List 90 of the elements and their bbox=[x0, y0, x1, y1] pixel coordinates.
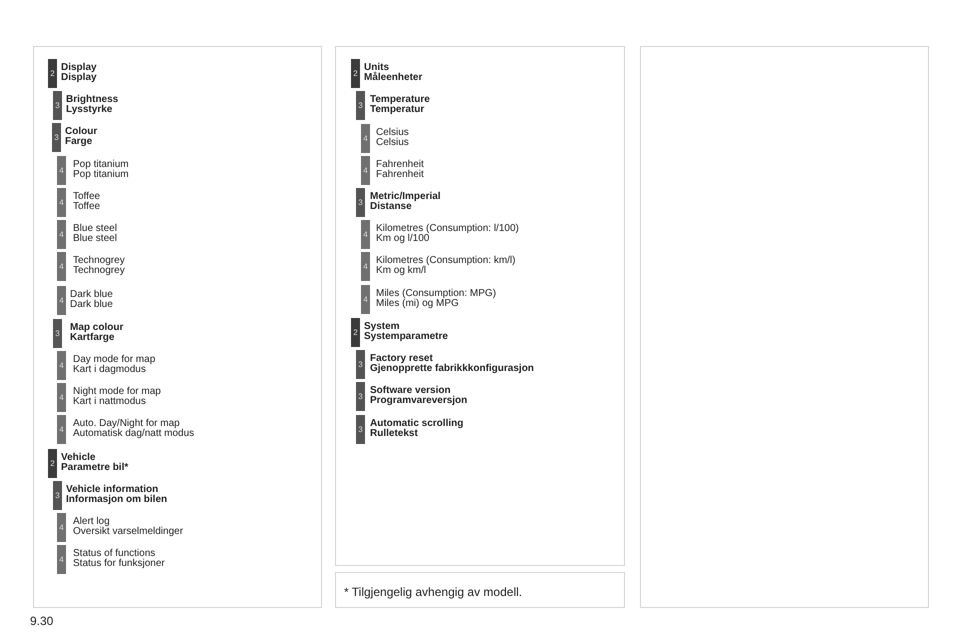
menu-item-english: Software version bbox=[370, 386, 451, 396]
menu-item-english: Fahrenheit bbox=[376, 160, 424, 170]
menu-item-norwegian: Celsius bbox=[376, 138, 409, 148]
menu-item-norwegian: Rulletekst bbox=[370, 429, 418, 439]
level-tag: 3 bbox=[52, 123, 61, 152]
level-tag: 4 bbox=[57, 415, 66, 444]
level-tag: 3 bbox=[53, 319, 62, 348]
menu-item-norwegian: Pop titanium bbox=[73, 170, 129, 180]
menu-item-norwegian: Informasjon om bilen bbox=[66, 495, 168, 505]
menu-item-norwegian: Kartfarge bbox=[70, 333, 114, 343]
menu-item-norwegian: Måleenheter bbox=[364, 73, 422, 83]
level-tag: 4 bbox=[57, 513, 66, 542]
level-tag: 3 bbox=[53, 91, 62, 120]
level-tag: 3 bbox=[356, 350, 365, 379]
level-tag: 3 bbox=[356, 91, 365, 120]
menu-item-english: Celsius bbox=[376, 128, 409, 138]
menu-item-norwegian: Kart i dagmodus bbox=[73, 365, 146, 375]
level-tag: 4 bbox=[57, 156, 66, 185]
menu-item-english: Units bbox=[364, 63, 389, 73]
menu-item-norwegian: Dark blue bbox=[70, 300, 113, 310]
menu-item-english: Day mode for map bbox=[73, 355, 156, 365]
level-tag: 4 bbox=[57, 188, 66, 217]
menu-item-norwegian: Miles (mi) og MPG bbox=[376, 299, 459, 309]
menu-item-norwegian: Gjenopprette fabrikkkonfigurasjon bbox=[370, 364, 534, 374]
menu-item-english: Factory reset bbox=[370, 354, 433, 364]
menu-item-norwegian: Km og l/100 bbox=[376, 234, 430, 244]
menu-item-english: Miles (Consumption: MPG) bbox=[376, 289, 496, 299]
menu-item-norwegian: Parametre bil* bbox=[61, 463, 128, 473]
level-tag: 4 bbox=[57, 383, 66, 412]
menu-item-english: Temperature bbox=[370, 95, 430, 105]
page-number: 9.30 bbox=[30, 614, 54, 628]
menu-item-norwegian: Status for funksjoner bbox=[73, 559, 165, 569]
menu-item-english: Automatic scrolling bbox=[370, 419, 464, 429]
menu-item-english: Vehicle information bbox=[66, 485, 158, 495]
level-tag: 4 bbox=[361, 252, 370, 281]
menu-item-english: Technogrey bbox=[73, 256, 125, 266]
menu-item-english: System bbox=[364, 322, 400, 332]
level-tag: 3 bbox=[356, 188, 365, 217]
level-tag: 4 bbox=[57, 351, 66, 380]
level-tag: 3 bbox=[356, 415, 365, 444]
panel-frame bbox=[640, 46, 929, 608]
level-tag: 3 bbox=[53, 481, 62, 510]
menu-item-norwegian: Programvareversjon bbox=[370, 396, 468, 406]
menu-item-norwegian: Blue steel bbox=[73, 234, 117, 244]
level-tag: 3 bbox=[356, 382, 365, 411]
menu-item-norwegian: Display bbox=[61, 73, 97, 83]
menu-item-english: Metric/Imperial bbox=[370, 192, 441, 202]
menu-item-norwegian: Temperatur bbox=[370, 105, 424, 115]
menu-item-english: Blue steel bbox=[73, 224, 117, 234]
menu-item-norwegian: Farge bbox=[65, 137, 92, 147]
menu-item-english: Auto. Day/Night for map bbox=[73, 419, 180, 429]
menu-item-english: Toffee bbox=[73, 192, 100, 202]
menu-item-norwegian: Technogrey bbox=[73, 266, 125, 276]
footnote-text: * Tilgjengelig avhengig av modell. bbox=[344, 585, 522, 599]
level-tag: 4 bbox=[361, 156, 370, 185]
level-tag: 2 bbox=[351, 59, 360, 88]
level-tag: 4 bbox=[361, 220, 370, 249]
menu-item-english: Status of functions bbox=[73, 549, 156, 559]
footnote-box bbox=[335, 572, 625, 608]
menu-item-english: Map colour bbox=[70, 323, 124, 333]
panel-frame bbox=[335, 46, 625, 566]
level-tag: 4 bbox=[57, 286, 66, 315]
menu-item-english: Alert log bbox=[73, 517, 110, 527]
menu-item-english: Brightness bbox=[66, 95, 118, 105]
menu-item-english: Vehicle bbox=[61, 453, 96, 463]
menu-item-english: Pop titanium bbox=[73, 160, 129, 170]
menu-item-norwegian: Kart i nattmodus bbox=[73, 397, 146, 407]
menu-item-english: Night mode for map bbox=[73, 387, 161, 397]
menu-item-english: Colour bbox=[65, 127, 98, 137]
level-tag: 4 bbox=[57, 220, 66, 249]
menu-item-norwegian: Automatisk dag/natt modus bbox=[73, 429, 194, 439]
menu-item-norwegian: Lysstyrke bbox=[66, 105, 112, 115]
level-tag: 2 bbox=[48, 449, 57, 478]
menu-item-english: Display bbox=[61, 63, 97, 73]
panel-frame bbox=[33, 46, 322, 608]
menu-item-norwegian: Km og km/l bbox=[376, 266, 426, 276]
level-tag: 4 bbox=[57, 545, 66, 574]
menu-item-norwegian: Systemparametre bbox=[364, 332, 448, 342]
menu-item-norwegian: Fahrenheit bbox=[376, 170, 424, 180]
level-tag: 4 bbox=[361, 285, 370, 314]
level-tag: 2 bbox=[48, 59, 57, 88]
level-tag: 4 bbox=[361, 124, 370, 153]
menu-item-norwegian: Oversikt varselmeldinger bbox=[73, 527, 184, 537]
menu-item-norwegian: Toffee bbox=[73, 202, 100, 212]
menu-item-norwegian: Distanse bbox=[370, 202, 412, 212]
level-tag: 4 bbox=[57, 252, 66, 281]
menu-item-english: Dark blue bbox=[70, 290, 113, 300]
menu-item-english: Kilometres (Consumption: km/l) bbox=[376, 256, 516, 266]
level-tag: 2 bbox=[351, 318, 360, 347]
menu-item-english: Kilometres (Consumption: l/100) bbox=[376, 224, 519, 234]
